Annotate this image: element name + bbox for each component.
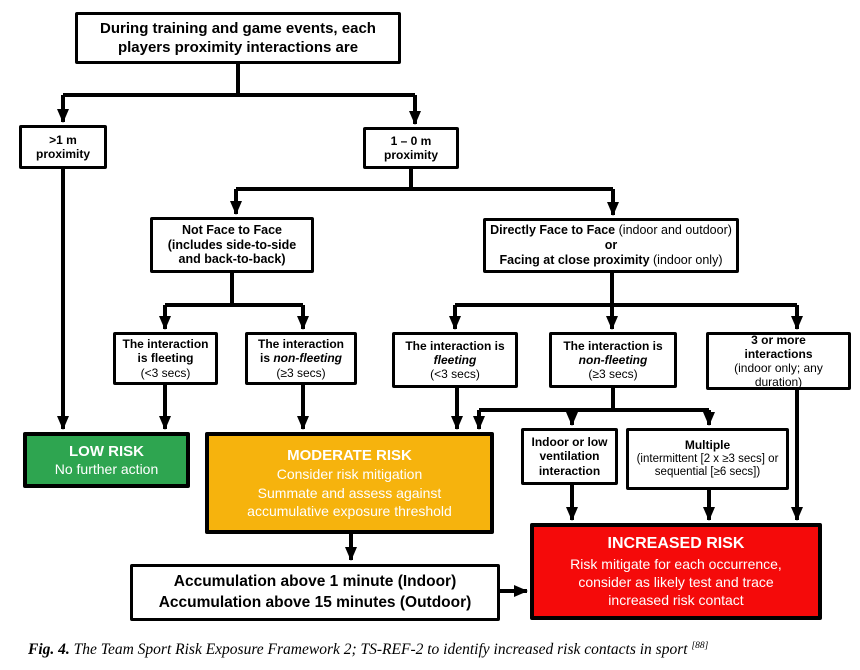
node-three-plus-interactions: 3 or more interactions (indoor only; any… [706,332,851,390]
node-multiple: Multiple (intermittent [2 x ≥3 secs] or … [626,428,789,490]
figure-caption-reference: [88] [691,641,709,651]
node-gt1m-line1: >1 m [49,132,77,147]
node-directface-line1: Directly Face to Face (indoor and outdoo… [490,223,732,238]
node-nf-fleeting: The interaction is fleeting (<3 secs) [113,332,218,385]
node-ff-fleeting-term: fleeting [433,352,477,367]
accumulation-line2: Accumulation above 15 minutes (Outdoor) [158,593,472,611]
node-directly-face-to-face: Directly Face to Face (indoor and outdoo… [483,218,739,273]
node-ff-fleeting: The interaction is fleeting (<3 secs) [392,332,518,388]
node-ff-nonfleeting: The interaction is non-fleeting (≥3 secs… [549,332,677,388]
node-increased-risk: INCREASED RISK Risk mitigate for each oc… [530,523,822,620]
node-moderate-risk: MODERATE RISK Consider risk mitigation S… [205,432,494,534]
figure-caption-text: The Team Sport Risk Exposure Framework 2… [69,641,692,659]
node-nf-fleeting-line2: is fleeting [137,351,194,366]
node-ff-fleeting-line3: (<3 secs) [430,367,480,382]
node-directface-line3-reg: (indoor only) [653,252,723,267]
node-1to0m-line2: proximity [383,148,438,162]
indoor-low-label: Indoor or low ventilation interaction [531,435,608,478]
node-root-label: During training and game events, each pl… [100,19,376,57]
multiple-title: Multiple [684,438,731,453]
node-nf-nonfleeting-line3: (≥3 secs) [276,365,326,380]
increased-risk-title: INCREASED RISK [607,534,745,552]
increased-risk-body: Risk mitigate for each occurrence, consi… [570,555,782,608]
node-gt1m-line2: proximity [35,147,90,161]
node-nf-nonfleeting-is: is [259,351,270,366]
node-threeplus-line1: 3 or more interactions [744,332,813,361]
node-nf-nonfleeting: The interaction is non-fleeting (≥3 secs… [245,332,357,385]
multiple-subtitle: (intermittent [2 x ≥3 secs] or sequentia… [636,452,779,479]
node-directface-line1-bold: Directly Face to Face [490,223,616,238]
node-nf-nonfleeting-line1: The interaction [257,337,344,352]
node-ff-fleeting-line1: The interaction is [405,338,505,353]
low-risk-title: LOW RISK [69,442,144,460]
node-1to0m-line1: 1 – 0 m [390,133,432,148]
node-1to0m-proximity: 1 – 0 m proximity [363,127,459,169]
node-directface-line1-reg: (indoor and outdoor) [618,223,732,238]
node-not-face-label: Not Face to Face (includes side-to-side … [167,222,297,267]
node-directface-line3-bold: Facing at close proximity [499,252,650,267]
node-directface-or: or [604,238,618,253]
figure-caption: Fig. 4. The Team Sport Risk Exposure Fra… [28,641,848,659]
node-directface-line3: Facing at close proximity (indoor only) [499,253,722,268]
node-ff-nonfleeting-term: non-fleeting [578,352,648,367]
node-nf-fleeting-line1: The interaction [122,337,209,352]
node-indoor-low-ventilation: Indoor or low ventilation interaction [521,428,618,485]
node-not-face-to-face: Not Face to Face (includes side-to-side … [150,217,314,273]
node-gt1m-proximity: >1 m proximity [19,125,107,169]
node-threeplus-line2: (indoor only; any duration) [734,361,823,390]
node-accumulation: Accumulation above 1 minute (Indoor) Acc… [130,564,500,621]
moderate-risk-line1: Consider risk mitigation [276,466,423,483]
moderate-risk-line2: Summate and assess against accumulative … [247,484,452,519]
figure-caption-number: Fig. 4. [28,641,70,659]
moderate-risk-title: MODERATE RISK [287,446,412,464]
node-nf-fleeting-line3: (<3 secs) [140,365,191,380]
node-root: During training and game events, each pl… [75,12,401,64]
low-risk-subtitle: No further action [54,460,159,477]
node-nf-nonfleeting-term: non-fleeting [273,351,342,366]
node-ff-nonfleeting-line3: (≥3 secs) [588,367,638,382]
node-ff-nonfleeting-line1: The interaction is [563,338,663,353]
accumulation-line1: Accumulation above 1 minute (Indoor) [173,572,457,590]
node-low-risk: LOW RISK No further action [23,432,190,488]
node-nf-nonfleeting-line2: is non-fleeting [260,351,342,365]
